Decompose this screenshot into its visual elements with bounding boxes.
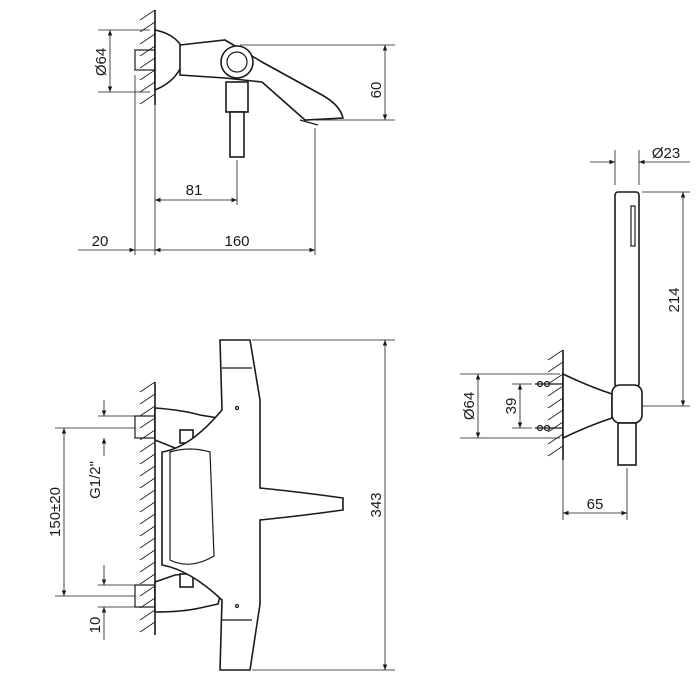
wall-hatching (139, 9, 156, 105)
spout-side-view (134, 9, 344, 158)
spout-body (179, 39, 344, 121)
inner-cavity (169, 448, 215, 565)
handshower-connector (229, 111, 245, 158)
spout-valve (225, 81, 249, 113)
inlet-offset-label: 10 (87, 617, 104, 634)
mixer-height-label: 343 (368, 492, 385, 517)
mixer-wall-hatching (139, 381, 156, 635)
holder-fixing-spacing-label: 39 (503, 398, 520, 415)
wall-offset-label: 20 (92, 233, 109, 250)
handshower-length-label: 214 (666, 287, 683, 312)
wall-anchors (535, 380, 563, 432)
spout-outlet-offset-label: 81 (186, 182, 203, 199)
connection-spacing-label: 150±20 (47, 487, 64, 537)
mixer-front-view (134, 339, 344, 671)
spout-height-label: 60 (368, 82, 385, 99)
handshower-dimensions: Ø23 214 Ø64 39 65 (460, 145, 690, 520)
holder-clamp (611, 384, 643, 424)
spout-dimensions: Ø64 60 81 20 160 (78, 29, 395, 255)
mixer-dimensions: 150±20 G1/2" 10 343 (47, 339, 395, 671)
handshower-view (535, 191, 643, 466)
hose-connector (617, 422, 637, 466)
mixer-body (161, 339, 344, 671)
spout-length-label: 160 (224, 233, 249, 250)
holder-wall-hatching (547, 349, 564, 460)
thread-size-label: G1/2" (87, 461, 104, 499)
handshower-diameter-label: Ø23 (652, 145, 680, 162)
holder-rosette (562, 372, 613, 440)
spout-diameter-label: Ø64 (93, 48, 110, 76)
holder-projection-label: 65 (587, 496, 604, 513)
diverter-knob (220, 45, 254, 79)
holder-diameter-label: Ø64 (461, 392, 478, 420)
